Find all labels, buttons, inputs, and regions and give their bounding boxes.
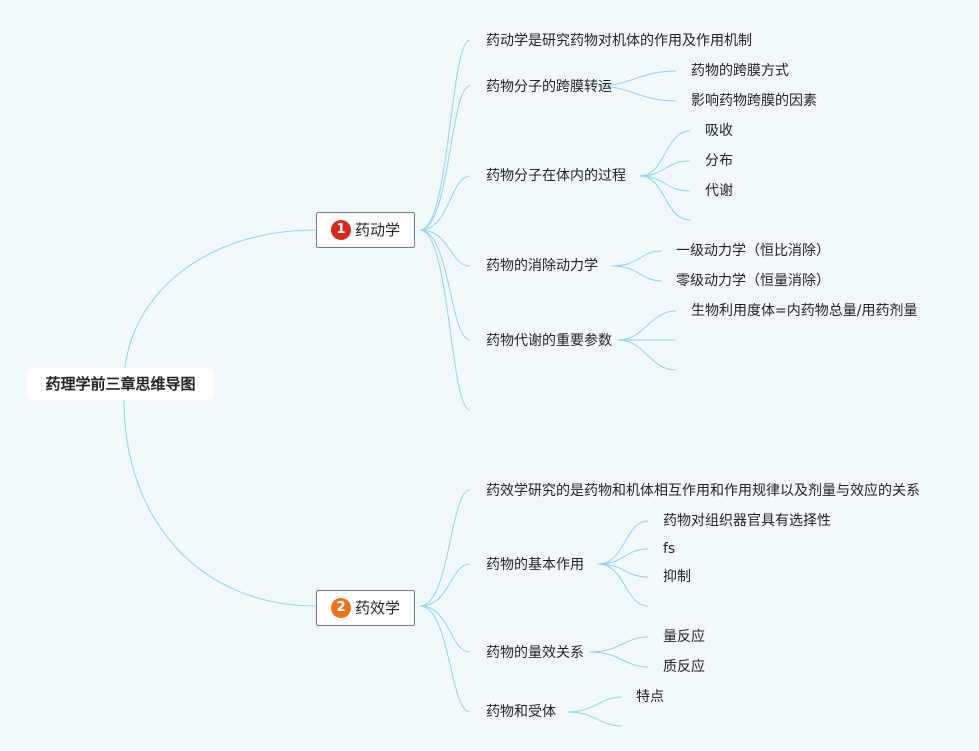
leaf-node[interactable]: 量反应 bbox=[663, 629, 705, 645]
root-node[interactable]: 药理学前三章思维导图 bbox=[27, 368, 214, 400]
leaf-node[interactable]: fs bbox=[663, 541, 676, 557]
leaf-node[interactable]: 药物的跨膜方式 bbox=[691, 63, 789, 79]
subtopic-node[interactable]: 药物的消除动力学 bbox=[486, 258, 598, 274]
subtopic-node[interactable]: 药动学是研究药物对机体的作用及作用机制 bbox=[486, 33, 752, 49]
subtopic-node[interactable]: 药物的基本作用 bbox=[486, 557, 584, 573]
topic-label: 药动学 bbox=[355, 221, 401, 239]
leaf-node[interactable]: 药物对组织器官具有选择性 bbox=[663, 513, 831, 529]
leaf-node[interactable]: 零级动力学（恒量消除） bbox=[676, 273, 830, 289]
topic-label: 药效学 bbox=[355, 599, 401, 617]
subtopic-node[interactable]: 药物和受体 bbox=[486, 704, 556, 720]
leaf-node[interactable]: 生物利用度体=内药物总量/用药剂量 bbox=[691, 303, 918, 319]
subtopic-node[interactable]: 药物分子的跨膜转运 bbox=[486, 79, 612, 95]
priority-2-icon: 2 bbox=[331, 598, 351, 618]
subtopic-node[interactable]: 药物的量效关系 bbox=[486, 645, 584, 661]
subtopic-node[interactable]: 药物代谢的重要参数 bbox=[486, 333, 612, 349]
leaf-node[interactable]: 分布 bbox=[705, 153, 733, 169]
leaf-node[interactable]: 一级动力学（恒比消除） bbox=[676, 243, 830, 259]
topic-node-pharmacodynamics[interactable]: 2 药效学 bbox=[316, 590, 416, 626]
subtopic-node[interactable]: 药效学研究的是药物和机体相互作用和作用规律以及剂量与效应的关系 bbox=[486, 483, 920, 499]
leaf-node[interactable]: 代谢 bbox=[705, 183, 733, 199]
root-label: 药理学前三章思维导图 bbox=[45, 375, 196, 393]
subtopic-node[interactable]: 药物分子在体内的过程 bbox=[486, 168, 626, 184]
topic-node-pharmacokinetics[interactable]: 1 药动学 bbox=[316, 212, 416, 248]
leaf-node[interactable]: 特点 bbox=[636, 689, 664, 705]
leaf-node[interactable]: 抑制 bbox=[663, 569, 691, 585]
priority-1-icon: 1 bbox=[331, 220, 351, 240]
leaf-node[interactable]: 质反应 bbox=[663, 659, 705, 675]
leaf-node[interactable]: 吸收 bbox=[705, 123, 733, 139]
leaf-node[interactable]: 影响药物跨膜的因素 bbox=[691, 93, 817, 109]
